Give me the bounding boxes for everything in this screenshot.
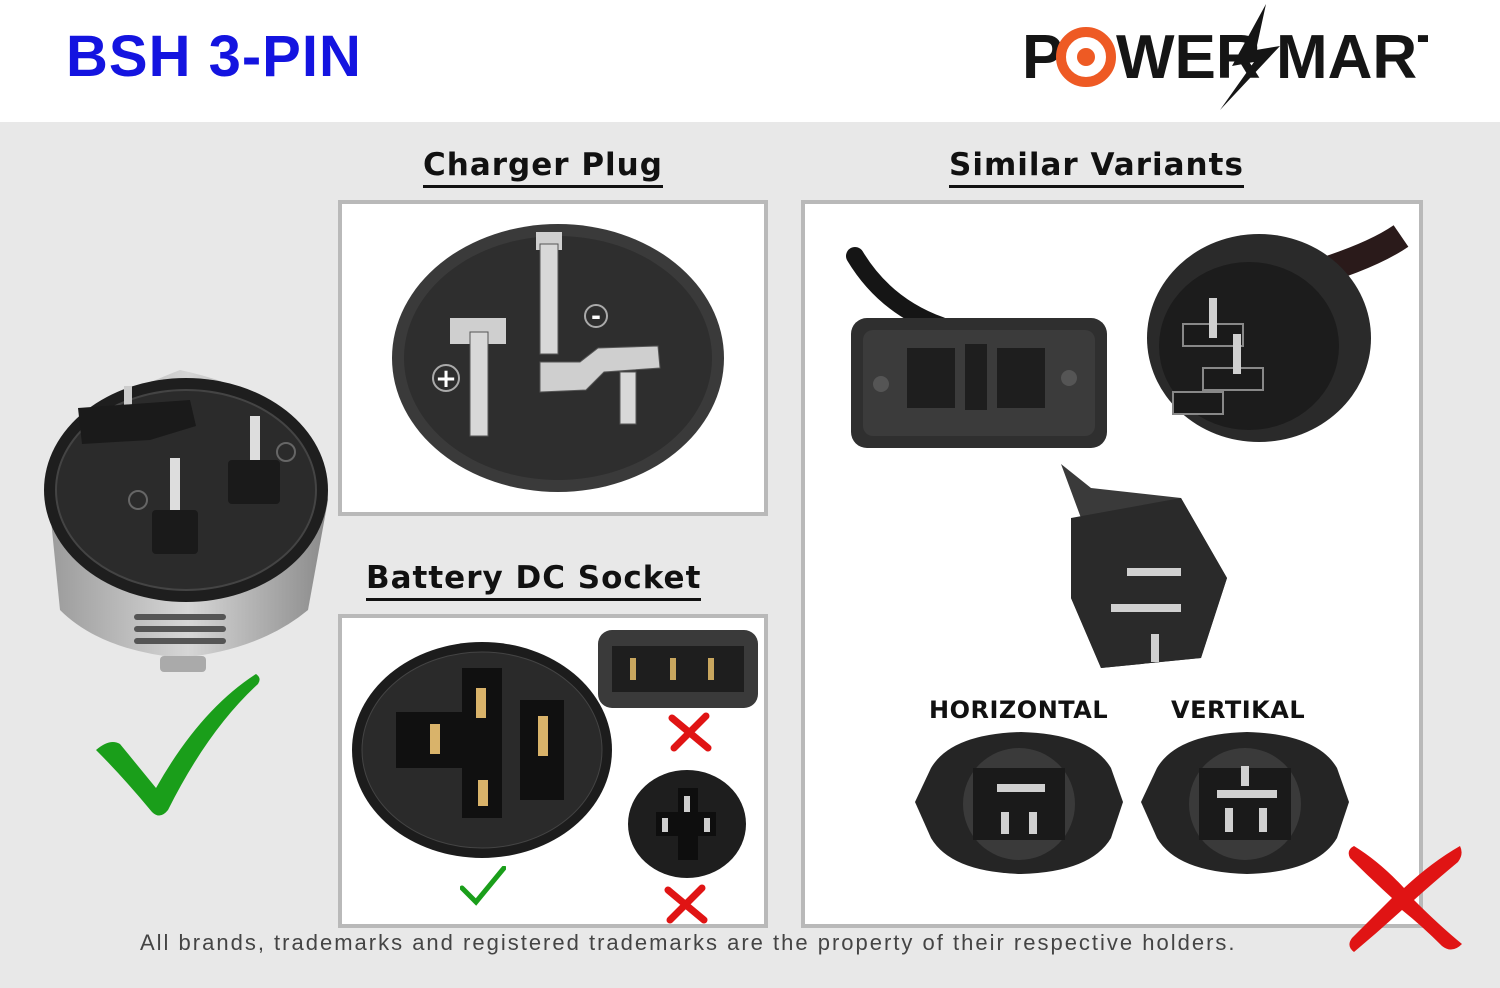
cross-mark-icon [668,712,712,752]
brand-logo: P WER MART [1022,4,1428,110]
variant-round-socket-photo [628,770,746,878]
charger-plug-photo: + - [392,224,724,492]
disclaimer-text: All brands, trademarks and registered tr… [140,930,1237,955]
cross-mark-icon-small [664,884,708,924]
page-title: BSH 3-PIN [66,24,362,89]
variants-heading: Similar Variants [949,145,1244,188]
charger-plug-heading: Charger Plug [423,145,663,188]
lightning-bolt-icon [1220,4,1280,110]
check-mark-icon [96,674,260,816]
minus-label: - [591,302,601,330]
charger-plug-box: + - [338,200,768,516]
variants-box: HORIZONTAL VERTIKAL [801,200,1423,928]
variant-socket-bar-photo [598,630,758,708]
logo-letters-mart: MART [1276,23,1428,92]
battery-socket-heading: Battery DC Socket [366,558,702,601]
vertical-socket-photo [1141,732,1349,874]
logo-letters-wer: WER [1116,23,1261,92]
check-mark-icon-small [460,866,506,906]
vertical-label: VERTIKAL [1171,696,1306,724]
battery-socket-box [338,614,768,928]
plus-label: + [435,364,457,394]
battery-socket-photo [352,642,612,858]
horizontal-label: HORIZONTAL [929,696,1109,724]
cross-mark-icon-large [1348,846,1462,952]
header: BSH 3-PIN P WER MART [0,0,1500,122]
bsh-plug-photo [44,370,328,672]
variant-angled-plug-photo [1061,464,1227,668]
variant-round-plug-photo [1147,225,1409,442]
variant-flat-connector-photo [846,247,1107,448]
horizontal-socket-photo [915,732,1123,874]
logo-ring-icon [1056,27,1116,87]
